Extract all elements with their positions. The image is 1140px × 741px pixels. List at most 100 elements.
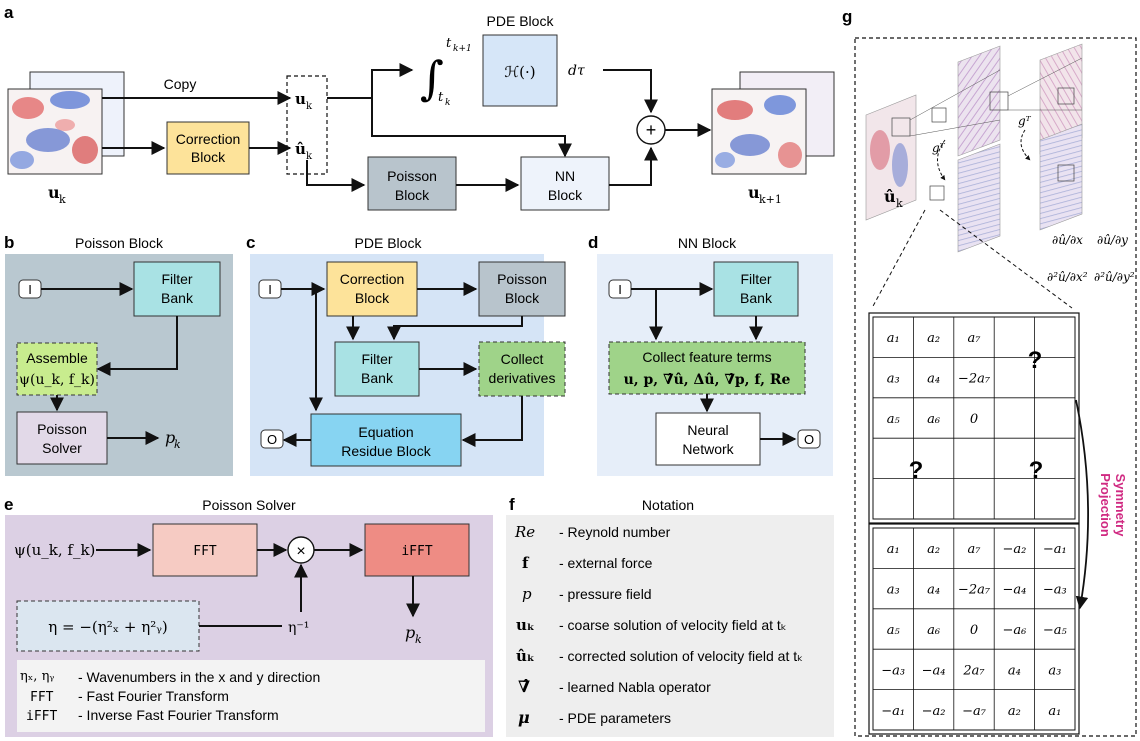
panel-e-input: ψ(u_k, f_k) <box>14 541 95 559</box>
panel-e-label: e <box>4 495 13 514</box>
panel-a-label: a <box>4 3 14 22</box>
panel-d-collect <box>608 341 806 395</box>
panel-e-legend-term-1: FFT <box>30 690 54 705</box>
symmetry-arrow <box>1075 399 1089 610</box>
bottom-grid-cell: a₁ <box>1048 704 1061 719</box>
panel-f-title: Notation <box>642 497 694 513</box>
panel-d-network-line1: Neural <box>687 422 728 438</box>
panel-e-eta-eq: η = −(η²ₓ + η²ᵧ) <box>48 618 167 636</box>
panel-c-poisson-line1: Poisson <box>497 271 547 287</box>
panel-g-uhat-sub: k <box>896 197 903 210</box>
panel-c-correction-line2: Block <box>355 290 390 306</box>
panel-c-label: c <box>246 233 255 252</box>
notation-desc-3: - coarse solution of velocity field at t… <box>559 617 787 633</box>
uhat-in-box-sub: k <box>306 151 313 162</box>
panel-c-collect-line2: derivatives <box>489 370 556 386</box>
panel-e-ifft <box>364 523 470 577</box>
panel-b-filter-bank <box>133 261 221 317</box>
sum-symbol: + <box>646 120 657 140</box>
panel-b-solver <box>16 411 108 465</box>
nn-to-sum-arrow <box>609 146 658 186</box>
flow-field-image-uk1 <box>711 71 835 175</box>
deriv-d2udx2: ∂²û/∂x² <box>1047 270 1088 284</box>
uk-to-nn-arrow <box>371 98 572 158</box>
deriv-dudx: ∂û/∂x <box>1052 233 1083 247</box>
c-arrow-7 <box>461 396 523 447</box>
top-grid-cell: a₄ <box>927 372 940 387</box>
bottom-grid-cell: −a₆ <box>1002 623 1026 638</box>
panel-g-label: g <box>842 7 852 26</box>
panel-e: e Poisson Solver ψ(u_k, f_k) FFT × iFFT … <box>4 495 493 737</box>
bottom-grid-cell: −a₄ <box>922 663 946 678</box>
poisson-block-a-line2: Block <box>395 187 430 203</box>
gT-label-1: gᵀ <box>932 141 946 155</box>
panel-e-eta-box <box>16 600 200 652</box>
panel-b-title: Poisson Block <box>75 235 164 251</box>
panel-e-legend-term-2: iFFT <box>26 709 57 724</box>
symmetry-label-line1: Symmetry <box>1113 474 1128 538</box>
bottom-grid-cell: −a₄ <box>1002 583 1026 598</box>
panel-c-equation-line1: Equation <box>358 424 413 440</box>
bottom-grid-cell: −2a₇ <box>958 583 991 598</box>
panel-e-multiply-symbol: × <box>296 543 305 560</box>
panel-d-label: d <box>588 233 598 252</box>
integral-to-sum-arrow <box>603 69 658 114</box>
symmetry-label-line2: Projection <box>1098 473 1113 537</box>
uk-label-sub: k <box>59 193 66 206</box>
panel-g: g gᵀ gᵀ û k ∂û/∂x <box>842 7 1137 737</box>
uk-in-box: u <box>295 90 306 108</box>
panel-a: a u k u k+1 Copy <box>4 3 835 211</box>
panel-b-solver-line1: Poisson <box>37 421 87 437</box>
poisson-block-a-line1: Poisson <box>387 168 437 184</box>
bottom-grid-cell: 0 <box>970 623 978 638</box>
panel-b-output-sub: k <box>174 438 181 451</box>
panel-b-output: p <box>165 428 175 447</box>
bottom-grid-cell: −a₁ <box>1043 542 1067 557</box>
panel-c-correction <box>326 261 418 317</box>
top-grid-cell: a₁ <box>887 331 900 346</box>
panel-d-filter-line1: Filter <box>740 271 771 287</box>
bottom-grid-cell: −a₃ <box>881 663 905 678</box>
panel-d-filter-bank <box>713 261 799 317</box>
c-arrow-4 <box>387 316 523 341</box>
to-integral-arrow <box>327 63 414 99</box>
top-grid-cell: a₂ <box>927 331 940 346</box>
panel-e-output-sub: k <box>415 633 422 646</box>
panel-d-input-label: I <box>618 282 622 297</box>
top-grid-cell: a₆ <box>927 412 940 427</box>
panel-d: d NN Block I Filter Bank Collect feature… <box>588 233 833 476</box>
deriv-dudy: ∂û/∂y <box>1097 233 1128 247</box>
uk-label: u <box>48 183 60 202</box>
panel-g-uhat: û <box>884 187 896 206</box>
bottom-grid-cell: −a₃ <box>1043 583 1067 598</box>
panel-d-title: NN Block <box>678 235 737 251</box>
unknown-mark-bottom-right: ? <box>1029 457 1044 484</box>
notation-sym-0: Re <box>514 523 535 541</box>
panel-b-filter-line2: Bank <box>161 290 194 306</box>
panel-e-legend <box>17 660 485 732</box>
bottom-grid-cell: 2a₇ <box>962 663 985 678</box>
b-arrow-2 <box>96 316 178 376</box>
integral-upper-sub: k+1 <box>453 44 472 54</box>
correction-block <box>166 121 250 175</box>
bottom-grid-cell: a₇ <box>968 542 982 557</box>
nn-block-a <box>520 156 610 211</box>
panel-f: f Notation Re - Reynold number f - exter… <box>506 495 834 737</box>
bottom-grid-cell: −a₂ <box>922 704 946 719</box>
top-grid-cell: a₃ <box>887 372 900 387</box>
pde-block-title: PDE Block <box>487 13 555 29</box>
top-grid-cell: −2a₇ <box>958 372 991 387</box>
panel-d-network <box>655 412 761 466</box>
panel-c-output <box>260 429 284 449</box>
panel-c-output-label: O <box>267 432 277 447</box>
correction-block-line1: Correction <box>176 131 241 147</box>
panel-b-input-label: I <box>28 282 32 297</box>
flow-field-image-uk <box>7 71 125 175</box>
bottom-grid-cell: a₄ <box>1008 663 1021 678</box>
dtau-label: dτ <box>568 63 585 79</box>
uhat-to-poisson-arrow <box>306 160 366 192</box>
panel-b-solver-line2: Solver <box>42 440 82 456</box>
notation-sym-1: f <box>522 554 530 572</box>
top-grid-cell: a₅ <box>887 412 901 427</box>
integral-lower-sub: k <box>445 98 450 108</box>
